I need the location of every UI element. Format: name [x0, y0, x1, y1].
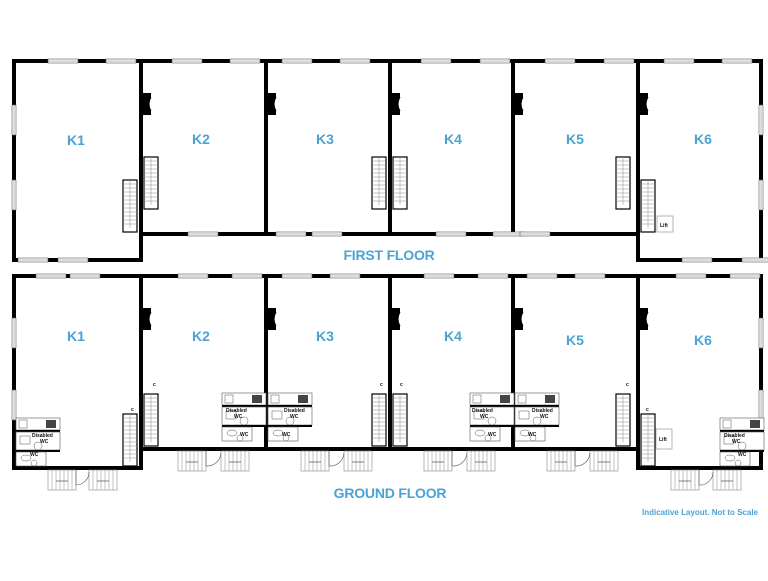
- unit-label-ground-k6: K6: [694, 332, 712, 348]
- cupboard-label: c: [626, 382, 629, 388]
- svg-text:WC: WC: [234, 414, 243, 420]
- first-floor: Lift: [11, 58, 768, 263]
- unit-label-ground-k5: K5: [566, 332, 584, 348]
- lift-label: Lift: [659, 437, 667, 443]
- svg-text:WC: WC: [738, 452, 747, 458]
- svg-text:WC: WC: [480, 414, 489, 420]
- lift-box: [655, 428, 673, 450]
- scale-note: Indicative Layout. Not to Scale: [641, 508, 758, 517]
- cupboard-label: c: [400, 382, 403, 388]
- unit-label-ground-k2: K2: [192, 328, 210, 344]
- unit-label-first-k5: K5: [566, 131, 584, 147]
- ground-floor-title: GROUND FLOOR: [333, 485, 447, 501]
- unit-label-first-k1: K1: [67, 132, 85, 148]
- svg-text:WC: WC: [540, 414, 549, 420]
- svg-text:Disabled: Disabled: [32, 433, 53, 439]
- svg-text:WC: WC: [528, 432, 537, 438]
- cupboard-label: c: [153, 382, 156, 388]
- svg-text:WC: WC: [240, 432, 249, 438]
- svg-text:WC: WC: [488, 432, 497, 438]
- svg-text:Disabled: Disabled: [724, 433, 745, 439]
- cupboard-label: c: [646, 407, 649, 413]
- svg-text:Disabled: Disabled: [472, 408, 493, 414]
- svg-text:WC: WC: [40, 439, 49, 445]
- unit-label-first-k3: K3: [316, 131, 334, 147]
- svg-text:WC: WC: [290, 414, 299, 420]
- unit-label-ground-k4: K4: [444, 328, 462, 344]
- lift-box: [656, 215, 674, 233]
- unit-label-first-k6: K6: [694, 131, 712, 147]
- svg-text:Disabled: Disabled: [532, 408, 553, 414]
- svg-text:Disabled: Disabled: [284, 408, 305, 414]
- first-floor-title: FIRST FLOOR: [343, 247, 435, 263]
- cupboard-label: c: [380, 382, 383, 388]
- unit-label-ground-k1: K1: [67, 328, 85, 344]
- cupboard-label: c: [131, 407, 134, 413]
- svg-text:WC: WC: [30, 452, 39, 458]
- unit-label-first-k4: K4: [444, 131, 462, 147]
- lift-label: Lift: [660, 223, 668, 229]
- svg-text:Disabled: Disabled: [226, 408, 247, 414]
- unit-label-ground-k3: K3: [316, 328, 334, 344]
- unit-label-first-k2: K2: [192, 131, 210, 147]
- svg-text:WC: WC: [732, 439, 741, 445]
- svg-text:WC: WC: [282, 432, 291, 438]
